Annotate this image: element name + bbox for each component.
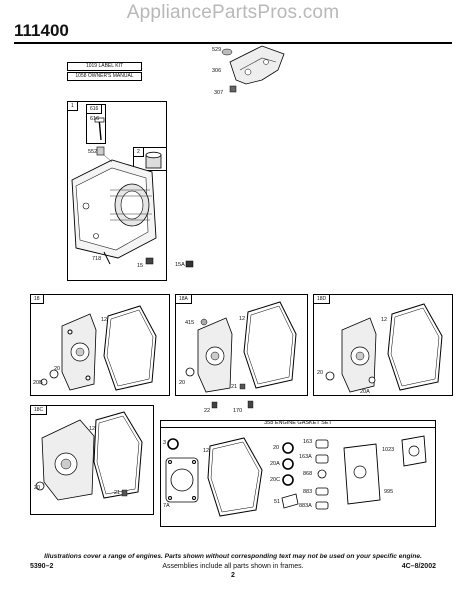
watermark: AppliancePartsPros.com <box>126 2 340 23</box>
label-18d-12: 12 <box>381 317 388 323</box>
label-gs-3: 3 <box>163 440 167 446</box>
valve-subpanel-tag: 616 <box>87 105 103 114</box>
sleeve-subpanel: 2 <box>133 147 167 171</box>
label-18-20b: 20B <box>33 380 43 386</box>
label-gs-883a: 883A <box>299 503 312 509</box>
label-18d-20: 20 <box>317 370 324 376</box>
label-gs-7a: 7A <box>163 503 170 509</box>
label-gs-20c: 20C <box>270 477 281 483</box>
panel-18d: 18D <box>313 294 453 396</box>
label-18d-20a: 20A <box>360 389 370 395</box>
label-gs-883: 883 <box>303 489 313 495</box>
panel-18d-tag: 18D <box>314 295 331 304</box>
panel-18a-tag: 18A <box>176 295 192 304</box>
panel-18: 18 <box>30 294 170 396</box>
label-616: 616 <box>90 116 100 122</box>
label-307: 307 <box>214 90 224 96</box>
label-18c-21: 21 <box>114 490 121 496</box>
label-306: 306 <box>212 68 222 74</box>
label-kit-box: 1019 LABEL KIT <box>67 62 142 71</box>
label-552: 552 <box>88 149 98 155</box>
cylinder-panel: 1 <box>67 101 167 281</box>
label-18-12: 12 <box>101 317 108 323</box>
label-170: 170 <box>233 408 243 414</box>
label-18a-20: 20 <box>179 380 186 386</box>
sleeve-subpanel-tag: 2 <box>134 148 144 157</box>
label-gs-163: 163 <box>303 439 313 445</box>
header-rule <box>14 42 452 44</box>
cylinder-panel-tag: 1 <box>68 102 78 111</box>
label-gs-20: 20 <box>273 445 280 451</box>
label-18c-20: 20 <box>34 485 41 491</box>
footer-note: Illustrations cover a range of engines. … <box>44 553 422 560</box>
label-18a-415: 415 <box>185 320 195 326</box>
label-718: 718 <box>92 256 102 262</box>
gasket-set-panel <box>160 420 436 527</box>
label-gs-163a: 163A <box>299 454 312 460</box>
footer-right: 4C–8/2002 <box>401 563 436 570</box>
label-15a: 15A <box>175 262 185 268</box>
panel-18c: 18C <box>30 405 154 515</box>
label-529: 529 <box>212 47 222 53</box>
label-18a-12: 12 <box>239 316 246 322</box>
owners-manual-box: 1058 OWNER'S MANUAL <box>67 72 142 81</box>
label-gs-12: 12 <box>203 448 210 454</box>
label-gs-1023: 1023 <box>382 447 395 453</box>
panel-18a: 18A <box>175 294 308 396</box>
label-gs-20a: 20A <box>270 461 280 467</box>
valve-subpanel: 616 <box>86 104 106 144</box>
label-gs-51: 51 <box>274 499 281 505</box>
label-15: 15 <box>137 263 144 269</box>
label-18-20: 20 <box>54 366 61 372</box>
label-18c-12: 12 <box>89 426 96 432</box>
gasket-set-title: 358 ENGINE GASKET SET <box>160 420 436 428</box>
page-number: 2 <box>231 572 235 579</box>
label-gs-995: 995 <box>384 489 394 495</box>
panel-18c-tag: 18C <box>31 406 48 415</box>
label-22: 22 <box>204 408 211 414</box>
footer-middle: Assemblies include all parts shown in fr… <box>162 563 304 570</box>
label-gs-868: 868 <box>303 471 313 477</box>
footer-left: 5390–2 <box>30 563 54 570</box>
model-number: 111400 <box>14 21 69 40</box>
label-18a-21: 21 <box>231 384 238 390</box>
panel-18-tag: 18 <box>31 295 44 304</box>
